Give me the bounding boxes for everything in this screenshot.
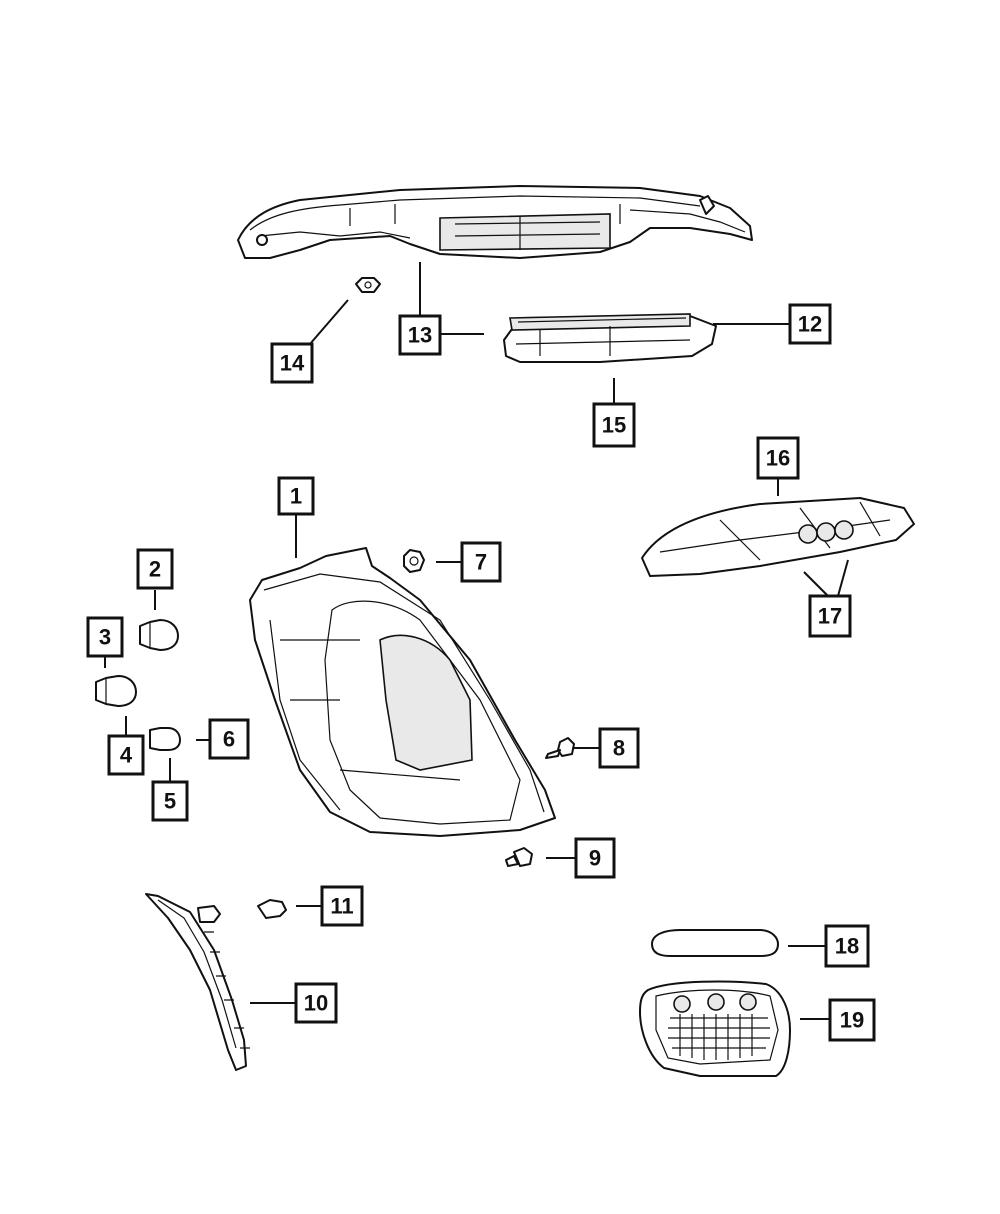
tail-lamp [249,547,556,837]
callout-label: 5 [164,789,176,814]
callout-label: 4 [120,743,133,768]
callout-1: 1 [277,476,315,516]
leader-lines [104,262,849,1020]
lens [651,929,779,957]
high-mount-stop-lamp [503,313,717,363]
grommet [403,549,425,573]
callout-9: 9 [574,837,616,879]
callout-label: 6 [223,727,235,752]
callout-label: 3 [99,625,111,650]
callout-14: 14 [270,342,314,384]
callout-3: 3 [86,616,124,658]
callout-label: 14 [280,351,305,376]
callout-5: 5 [151,780,189,822]
callout-12: 12 [788,303,832,345]
callout-label: 18 [835,934,859,959]
callout-15: 15 [592,402,636,448]
callout-6: 6 [208,718,250,760]
push-pin [505,847,533,867]
side-marker-lamp [145,893,250,1071]
callout-19: 19 [828,998,876,1042]
callout-10: 10 [294,982,338,1024]
screw [545,737,575,759]
callout-label: 12 [798,312,822,337]
callout-13: 13 [398,314,442,356]
callout-label: 10 [304,991,328,1016]
spoiler-assembly [237,185,753,259]
callout-4: 4 [107,734,145,776]
callout-label: 19 [840,1008,864,1033]
callout-label: 2 [149,557,161,582]
callout-label: 15 [602,413,626,438]
callout-16: 16 [756,436,800,480]
trim-lamp [641,497,915,577]
callout-label: 9 [589,846,601,871]
callout-7: 7 [460,541,502,583]
honeycomb-grille [639,980,791,1077]
callout-2: 2 [136,548,174,590]
callout-8: 8 [598,727,640,769]
callout-label: 16 [766,446,790,471]
callout-label: 13 [408,323,432,348]
callout-18: 18 [824,924,870,968]
callout-11: 11 [320,885,364,927]
callout-label: 7 [475,550,487,575]
bulbs [95,619,181,751]
callout-label: 11 [330,894,353,919]
callout-label: 1 [290,484,302,509]
clip-nut [355,277,381,293]
callout-17: 17 [808,594,852,638]
wedge-bulb [257,899,287,919]
callout-label: 17 [818,604,842,629]
callout-label: 8 [613,736,625,761]
